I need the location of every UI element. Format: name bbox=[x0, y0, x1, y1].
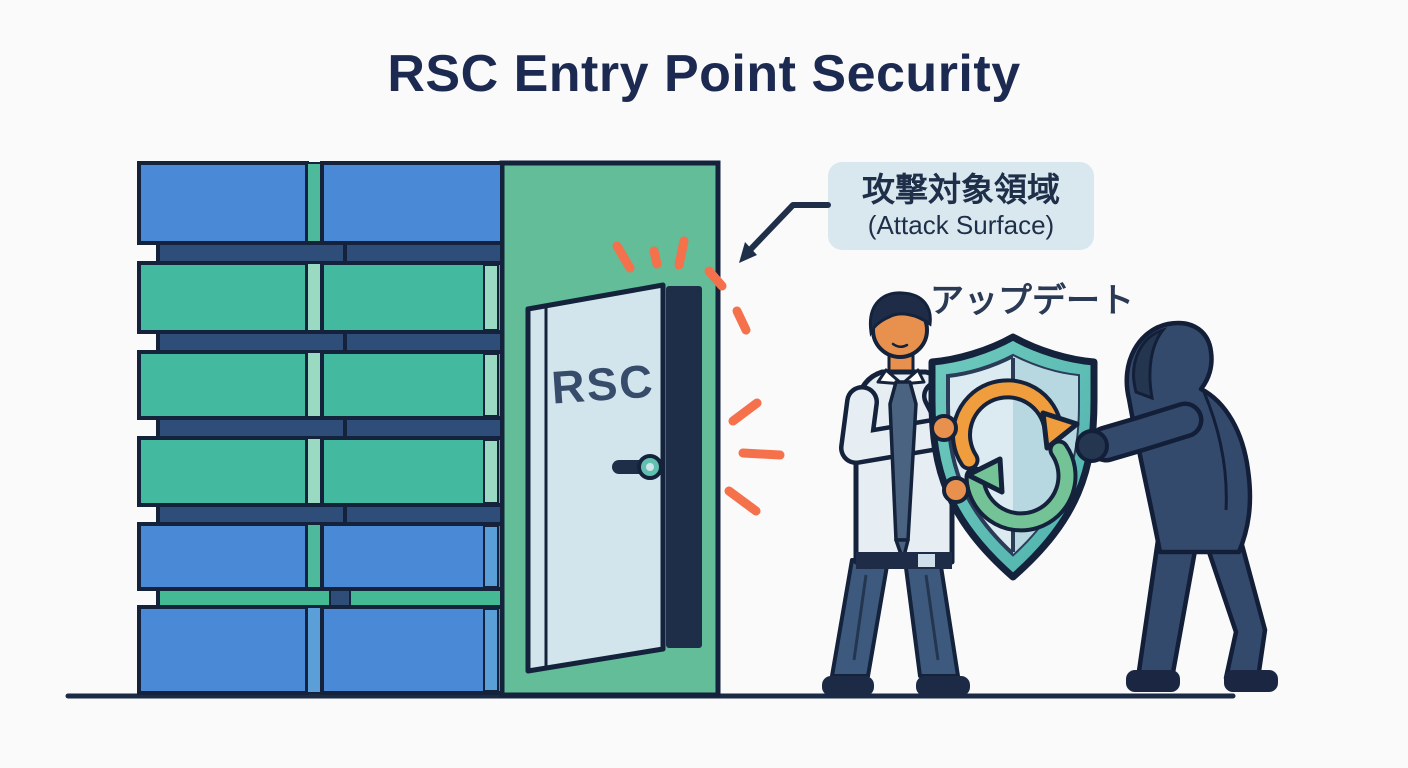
hacker-fist bbox=[1075, 429, 1109, 463]
mortar-row bbox=[156, 241, 504, 265]
door-opening bbox=[666, 286, 702, 648]
brick bbox=[137, 605, 309, 695]
mortar-split bbox=[343, 505, 347, 524]
callout-box bbox=[828, 162, 1094, 250]
mortar-split bbox=[329, 589, 351, 607]
brick bbox=[320, 161, 504, 245]
defender-hand bbox=[942, 476, 970, 504]
brick-gap bbox=[306, 351, 323, 419]
brick bbox=[137, 522, 309, 591]
mortar-split bbox=[343, 243, 347, 263]
refresh-icon bbox=[951, 378, 1080, 533]
mortar-row bbox=[156, 330, 504, 354]
shield-icon bbox=[928, 333, 1098, 581]
brick bbox=[137, 350, 309, 420]
belt bbox=[856, 552, 952, 569]
mortar-row bbox=[156, 416, 504, 440]
door-handle-icon bbox=[612, 454, 663, 480]
mortar-split bbox=[343, 332, 347, 352]
defender-hand bbox=[930, 414, 958, 442]
brick bbox=[320, 436, 504, 507]
shoe bbox=[916, 676, 970, 696]
update-label: アップデート bbox=[930, 281, 1134, 320]
brick-gap bbox=[306, 606, 323, 694]
page-title: RSC Entry Point Security bbox=[387, 45, 1021, 103]
shoe bbox=[1126, 670, 1180, 692]
attack-surface-callout: 攻撃対象領域 (Attack Surface) bbox=[739, 162, 1094, 263]
brick bbox=[320, 605, 504, 695]
brick-gap bbox=[483, 608, 499, 692]
callout-arrow-icon bbox=[739, 202, 831, 263]
brick bbox=[320, 261, 504, 334]
door-label: RSC bbox=[550, 355, 657, 414]
shoe bbox=[1224, 670, 1278, 692]
alert-dashes-icon bbox=[612, 236, 785, 516]
callout-line2: (Attack Surface) bbox=[868, 210, 1054, 240]
brick-gap bbox=[483, 264, 499, 331]
brick-gap bbox=[306, 523, 323, 590]
brick bbox=[137, 436, 309, 507]
door: RSC bbox=[525, 282, 666, 674]
mortar-split bbox=[343, 418, 347, 438]
brick-gap bbox=[306, 162, 323, 244]
brick bbox=[320, 522, 504, 591]
brick-wall bbox=[137, 161, 504, 695]
brick bbox=[320, 350, 504, 420]
brick-gap bbox=[306, 262, 323, 333]
brick-gap bbox=[483, 353, 499, 417]
brick-gap bbox=[306, 437, 323, 506]
hair bbox=[868, 291, 932, 338]
brick-gap bbox=[483, 525, 499, 588]
hood-shadow bbox=[1132, 327, 1168, 401]
shoe bbox=[822, 676, 874, 696]
mortar-row bbox=[156, 503, 504, 526]
brick-gap bbox=[483, 439, 499, 504]
brick bbox=[137, 161, 309, 245]
door-panel bbox=[525, 282, 666, 674]
callout-line1: 攻撃対象領域 bbox=[862, 171, 1060, 208]
hacker-figure bbox=[1075, 320, 1278, 692]
brick bbox=[137, 261, 309, 334]
